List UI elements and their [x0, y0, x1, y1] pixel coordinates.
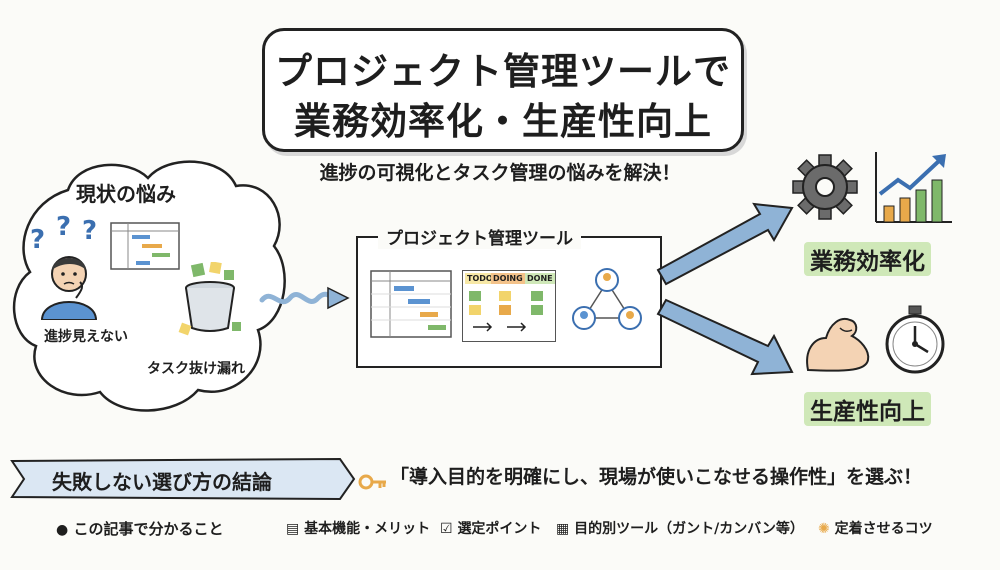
outcome-productivity: 生産性向上 [804, 392, 931, 426]
arrow-down-icon [656, 298, 794, 376]
stopwatch-icon [885, 305, 945, 374]
memo-icon: ▤ [286, 521, 300, 537]
checklist-icon: ☑ [440, 521, 453, 537]
arrow-up-icon [656, 202, 794, 286]
title-line-1: プロジェクト管理ツールで [275, 50, 731, 93]
leaking-bucket-icon [178, 262, 241, 336]
team-network-icon [572, 268, 642, 330]
gantt-chart-icon [370, 270, 452, 338]
key-icon [358, 474, 386, 490]
article-label: ● この記事で分かること [56, 520, 224, 538]
growth-chart-icon [875, 152, 952, 223]
conclusion-text: 「導入目的を明確にし、現場が使いこなせる操作性」を選ぶ！ [390, 466, 923, 488]
problem-heading: 現状の悩み [76, 182, 176, 206]
kanban-cards-icon [469, 291, 543, 332]
article-item: ☑ 選定ポイント [440, 521, 542, 537]
tool-heading: プロジェクト管理ツール [378, 224, 581, 249]
kanban-todo: TODO [465, 273, 495, 284]
kanban-board: TODO DOING DONE [462, 270, 556, 342]
article-item: ▦ 目的別ツール（ガント/カンバン等） [556, 521, 804, 537]
lightbulb-icon: ✺ [818, 521, 830, 537]
kanban-done: DONE [525, 273, 555, 284]
question-icon: ? [56, 212, 72, 242]
gear-icon [792, 154, 858, 220]
question-icon: ? [30, 225, 46, 255]
banner-text: 失敗しない選び方の結論 [52, 470, 272, 494]
kanban-doing: DOING [491, 273, 525, 284]
conclusion-banner [10, 457, 356, 501]
outcome-efficiency: 業務効率化 [804, 242, 931, 276]
title-box: プロジェクト管理ツールで 業務効率化・生産性向上 [262, 28, 744, 152]
article-item: ✺ 定着させるコツ [818, 521, 933, 537]
subtitle: 進捗の可視化とタスク管理の悩みを解決！ [319, 162, 681, 184]
outcome-arrows [656, 202, 794, 376]
title-line-2: 業務効率化・生産性向上 [294, 100, 712, 143]
article-item: ▤ 基本機能・メリット [286, 521, 431, 537]
chart-grid-icon: ▦ [556, 521, 570, 537]
problem-cloud [12, 160, 286, 412]
gantt-chart-icon [110, 222, 180, 270]
squiggle-arrow-icon [259, 286, 350, 310]
label-progress: 進捗見えない [44, 329, 128, 345]
muscle-arm-icon [806, 318, 870, 372]
article-label-text: この記事で分かること [73, 520, 224, 538]
question-icon: ? [82, 216, 98, 246]
label-leak: タスク抜け漏れ [147, 361, 245, 377]
worried-person-icon [40, 256, 98, 320]
